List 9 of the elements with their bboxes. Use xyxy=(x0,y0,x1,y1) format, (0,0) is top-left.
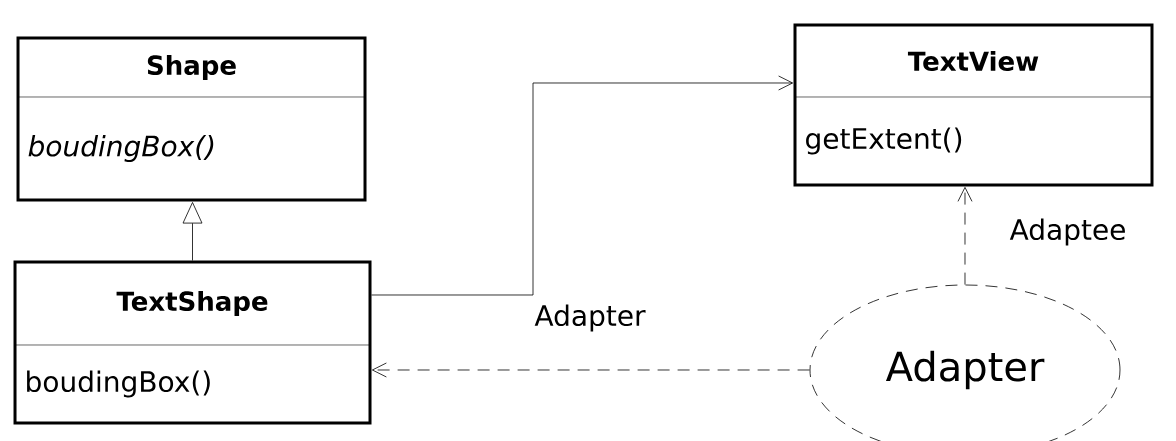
class-box: TextView getExtent() xyxy=(793,23,1154,187)
class-box: Shape boudingBox() xyxy=(16,36,367,202)
edge-label: Adapter xyxy=(532,302,648,334)
class-box: TextShape boudingBox() xyxy=(13,260,372,425)
edge-label: Adaptee xyxy=(1007,216,1129,248)
arrow xyxy=(371,75,793,296)
arrow xyxy=(182,202,203,261)
arrow xyxy=(957,187,973,285)
arrow xyxy=(372,362,810,378)
